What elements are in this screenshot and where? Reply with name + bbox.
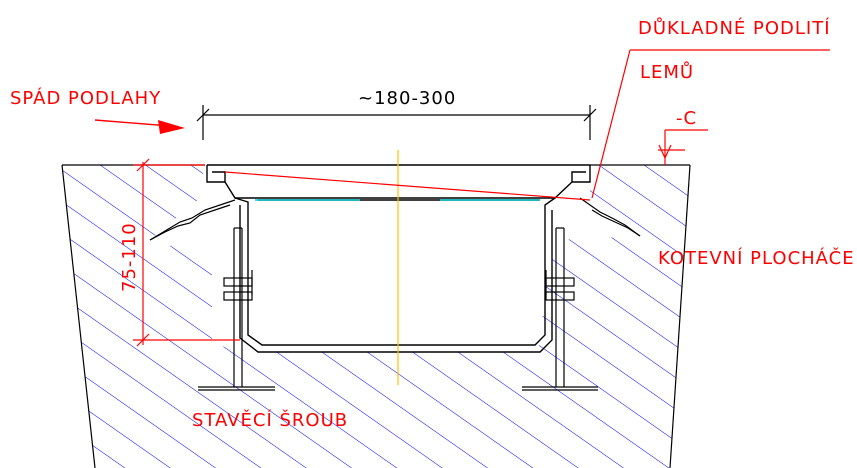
thorough-grouting-label: DŮKLADNÉ PODLITÍ — [638, 17, 831, 39]
anchor-plates-label: KOTEVNÍ PLOCHÁČE — [658, 247, 855, 269]
width-dimension-label: ~180-300 — [358, 88, 456, 109]
concrete-slab — [61, 164, 691, 468]
width-dimension — [196, 105, 597, 140]
grouting-leader — [591, 49, 830, 199]
level-mark — [658, 129, 708, 165]
slope-line — [224, 171, 591, 201]
anchor-flats — [149, 197, 641, 241]
floor-slope-arrow — [94, 119, 185, 134]
leveling-screw-label: STAVĚCÍ ŠROUB — [192, 409, 348, 431]
edges-label: LEMŮ — [640, 61, 694, 83]
height-dimension — [133, 158, 240, 347]
height-dimension-label: 75-110 — [119, 222, 140, 292]
leveling-screw-left — [198, 227, 275, 391]
floor-slope-label: SPÁD PODLAHY — [10, 87, 161, 109]
leveling-screw-right — [522, 227, 598, 391]
level-mark-label: -C — [676, 108, 697, 129]
